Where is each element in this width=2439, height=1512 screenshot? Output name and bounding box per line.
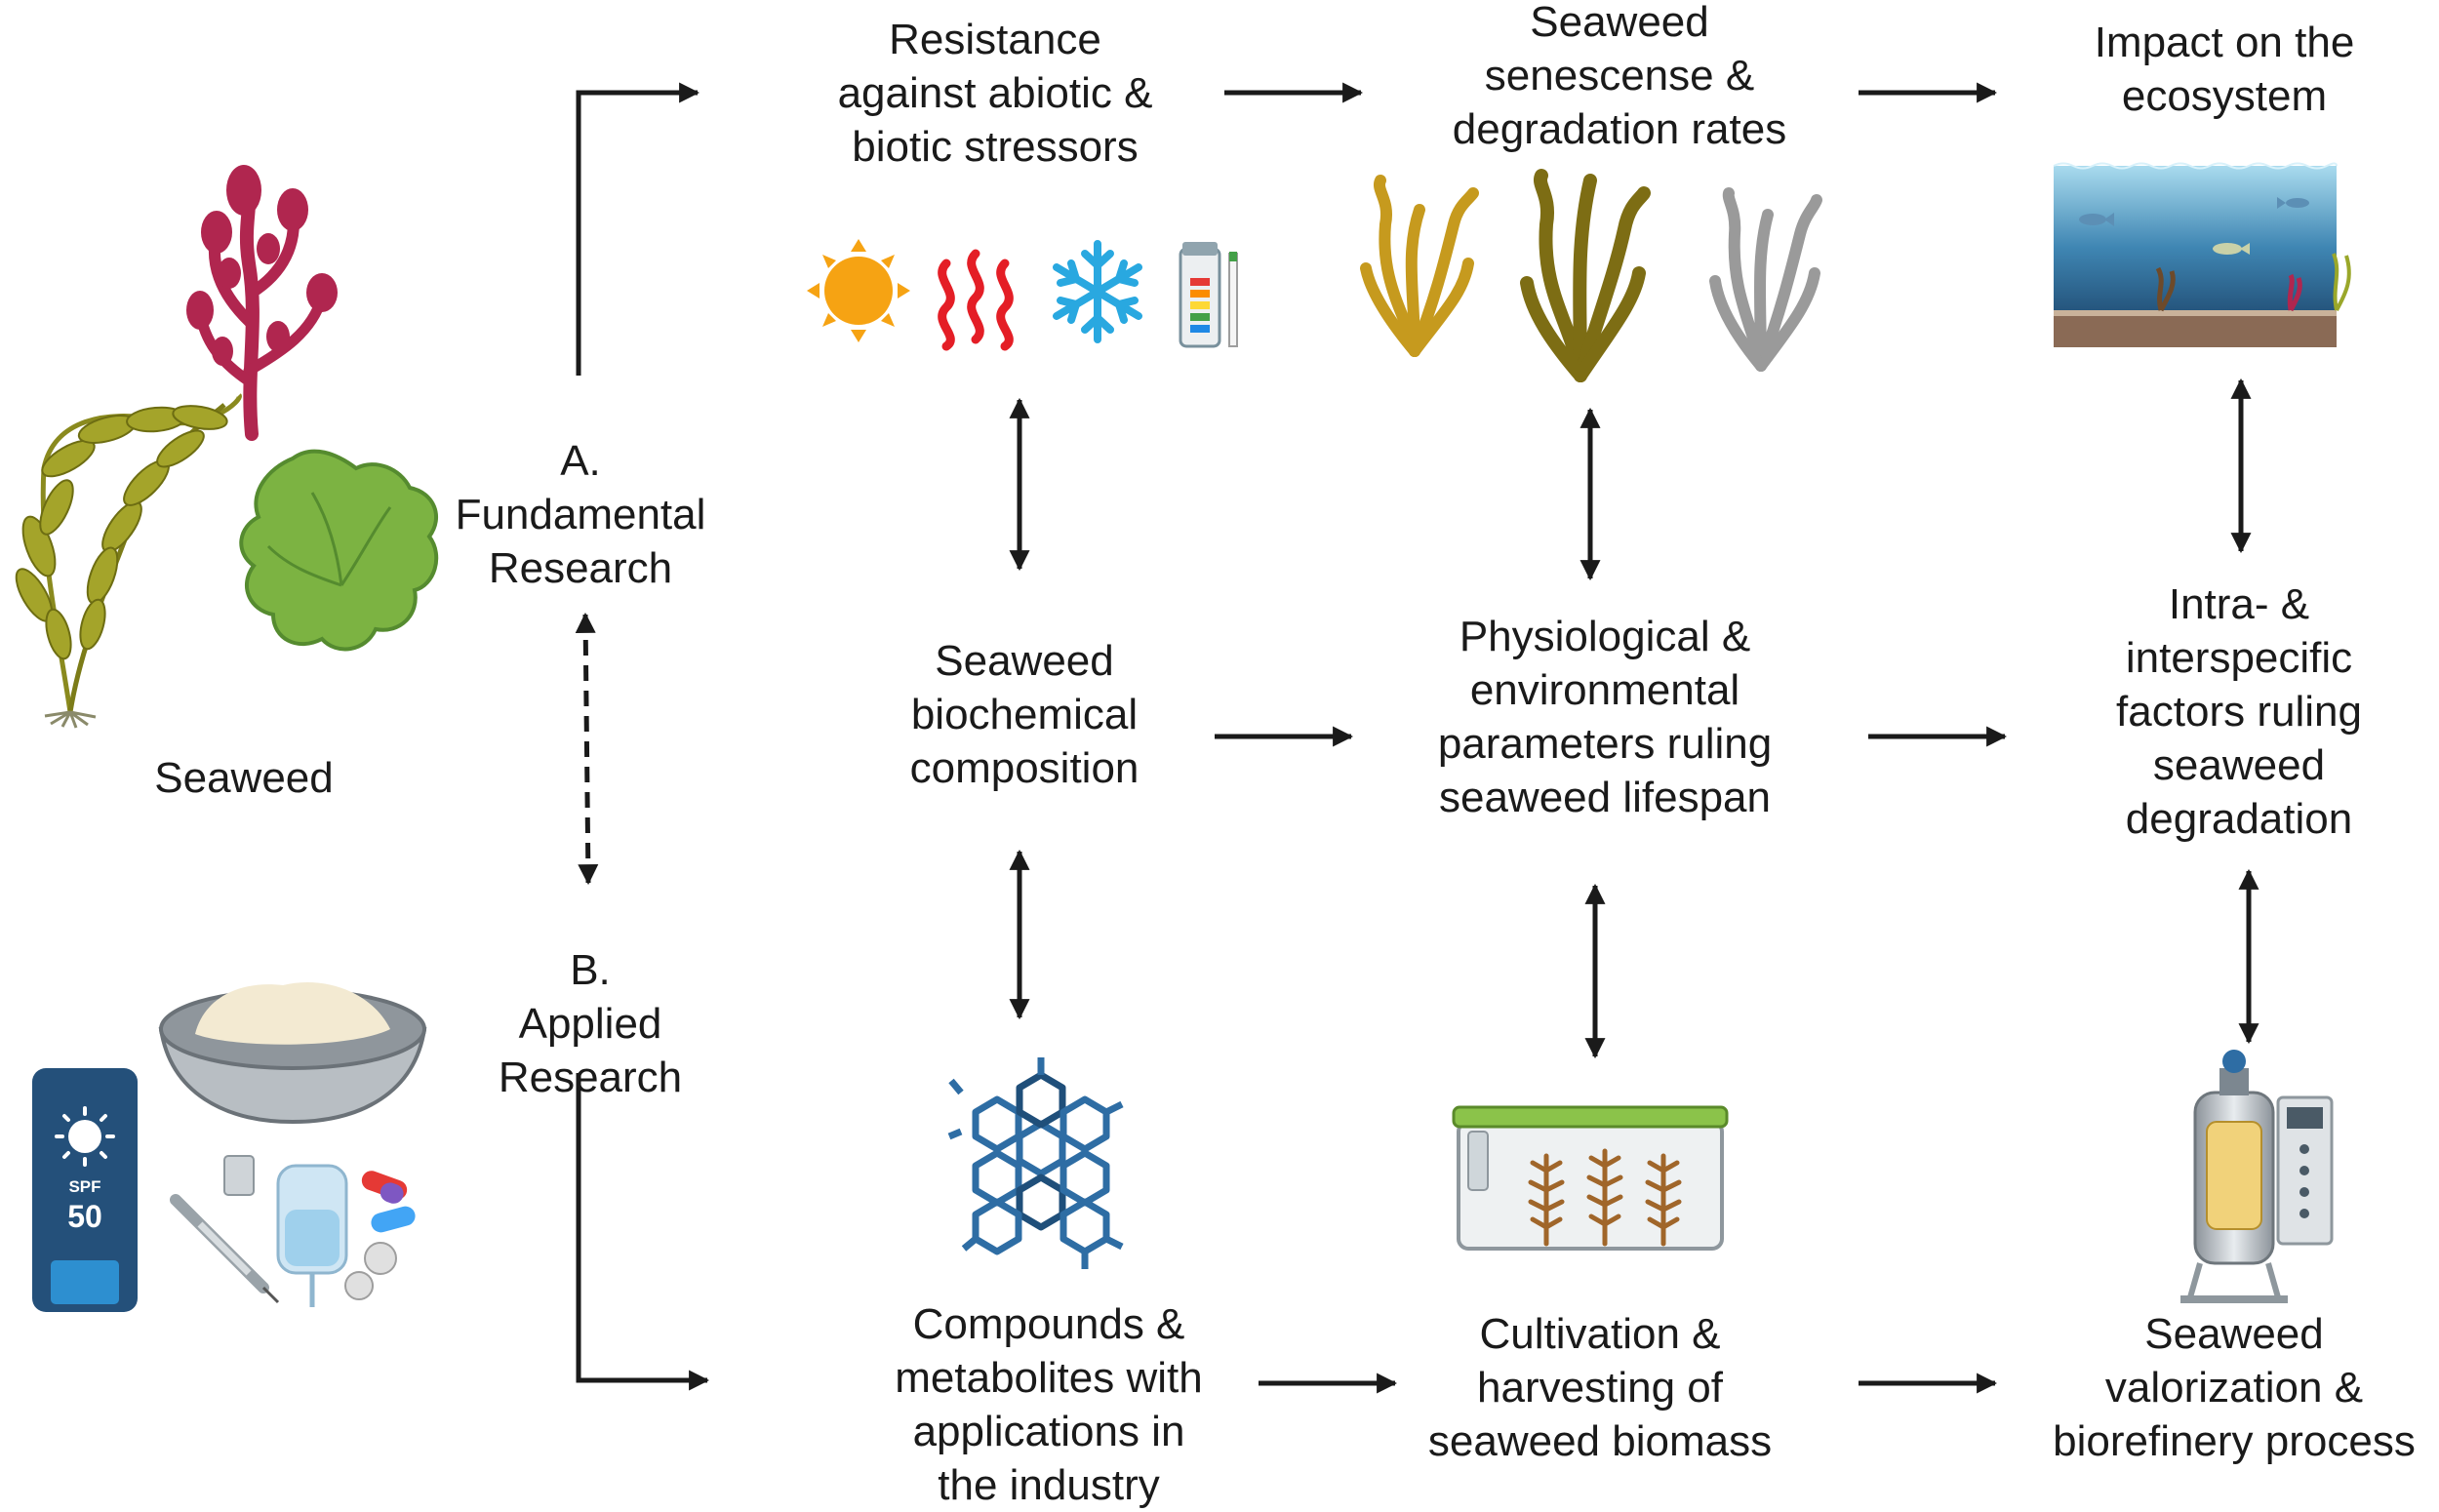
senescence-seaweed-aging (1520, 169, 1651, 382)
cultivation-tank-icon (1452, 1105, 1729, 1251)
arrow-to-fundamental (576, 82, 700, 376)
ph-test-strip-icon (1179, 242, 1238, 348)
sun-icon (807, 239, 910, 342)
ecosystem-scene-icon (2053, 162, 2351, 347)
biochemical-label: Seaweed biochemical composition (909, 637, 1140, 792)
molecule-icon (947, 1057, 1124, 1269)
bowl-icon (158, 982, 427, 1125)
spf-value: 50 (67, 1199, 102, 1234)
heat-waves-icon (938, 249, 1014, 351)
spf-label: SPF (68, 1177, 100, 1196)
cultivation-label: Cultivation & harvesting of seaweed biom… (1427, 1310, 1773, 1465)
applied-research-label: B. Applied Research (498, 946, 683, 1101)
sunscreen-icon: SPF 50 (32, 1068, 138, 1312)
snowflake-icon (1053, 240, 1142, 343)
resistance-label: Resistance against abiotic & biotic stre… (837, 16, 1153, 171)
syringe-icon (170, 1155, 280, 1304)
kelp-seaweed-icon (15, 392, 242, 729)
physiological-label: Physiological & environmental parameters… (1437, 613, 1773, 821)
dashed-link-fundamental-applied (575, 612, 599, 886)
seaweed-label: Seaweed (154, 754, 334, 802)
arrow-to-applied (576, 1073, 710, 1391)
fundamental-research-label: A. Fundamental Research (455, 437, 706, 592)
factors-label: Intra- & interspecific factors ruling se… (2116, 580, 2362, 843)
senescence-seaweed-fresh (1360, 175, 1479, 357)
senescence-label: Seaweed senescense & degradation rates (1452, 0, 1787, 153)
red-seaweed-icon (186, 165, 338, 441)
senescence-seaweed-degraded (1709, 187, 1822, 372)
impact-label: Impact on the ecosystem (2094, 19, 2355, 120)
pills-icon (344, 1171, 416, 1300)
valorization-label: Seaweed valorization & biorefinery proce… (2053, 1310, 2416, 1465)
arrows (575, 82, 2259, 1394)
bioreactor-icon (2180, 1050, 2334, 1303)
compounds-label: Compounds & metabolites with application… (895, 1300, 1203, 1509)
green-seaweed-icon (239, 449, 439, 652)
iv-bag-icon (276, 1164, 348, 1307)
